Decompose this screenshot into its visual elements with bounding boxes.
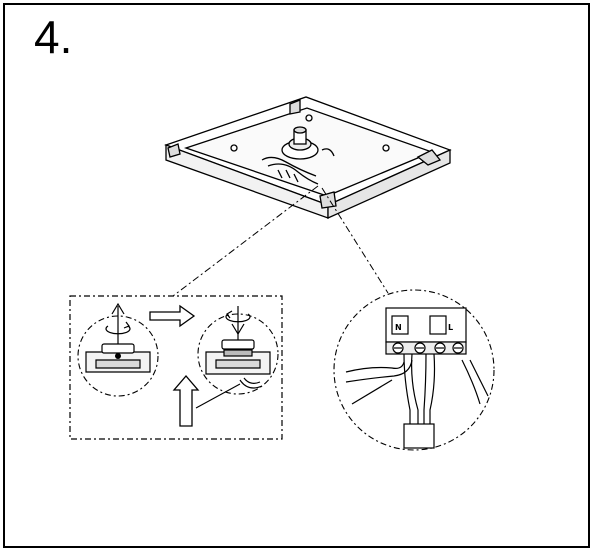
arrow-right-icon xyxy=(149,304,196,328)
terminal-block xyxy=(385,307,467,355)
ceiling-base-plate xyxy=(164,96,452,220)
live-terminal-label: L xyxy=(448,323,453,332)
leader-lines xyxy=(172,185,389,297)
cable-pointer xyxy=(195,383,241,409)
step-number: 4. xyxy=(34,11,73,63)
clamp-step-2 xyxy=(205,306,271,389)
supply-cable xyxy=(403,353,436,449)
terminal-detail-inset: N L xyxy=(333,289,495,451)
instruction-frame xyxy=(3,3,590,548)
neutral-terminal-label: N xyxy=(395,323,402,332)
clamp-detail-inset xyxy=(69,295,283,440)
clamp-step-1 xyxy=(85,302,151,373)
screw-icon xyxy=(115,353,121,359)
arrow-up-icon xyxy=(172,375,200,427)
fixture-wires xyxy=(345,359,489,405)
